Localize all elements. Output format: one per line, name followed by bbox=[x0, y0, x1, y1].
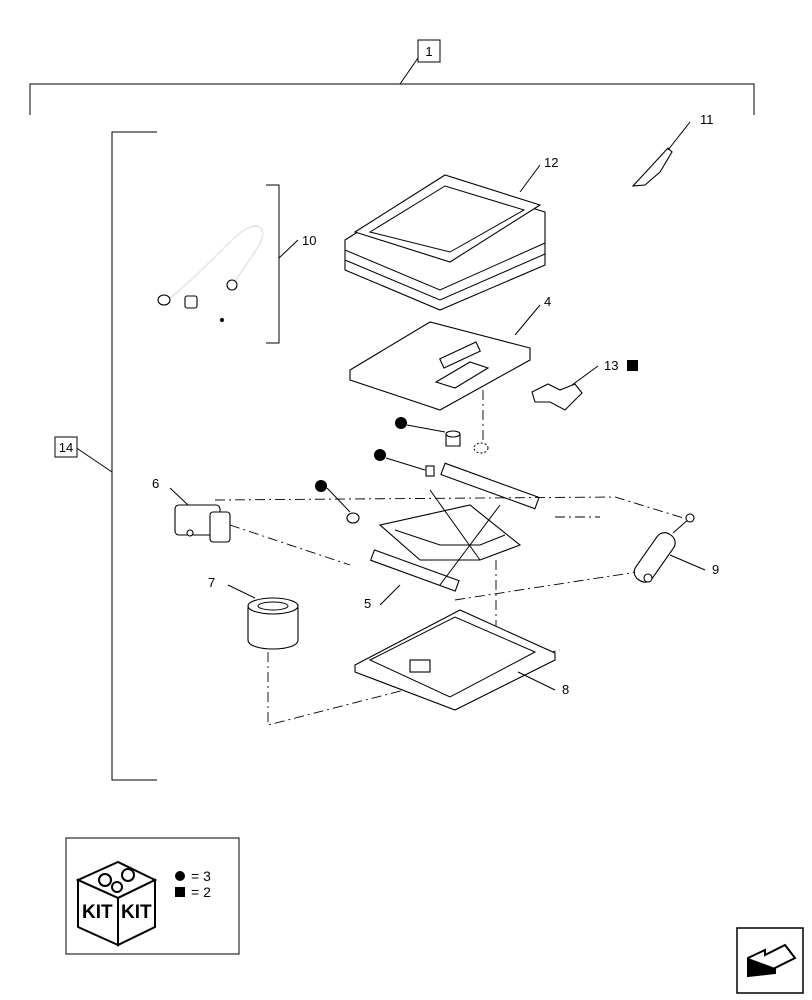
callout-12: 12 bbox=[544, 155, 558, 170]
assembly-bracket: 1 bbox=[29, 39, 755, 115]
filled-square-icon bbox=[627, 360, 638, 371]
callout-5: 5 bbox=[364, 596, 371, 611]
square-count: = 2 bbox=[191, 884, 211, 900]
part-12-bellows: 12 bbox=[344, 155, 558, 311]
callout-11: 11 bbox=[700, 112, 714, 127]
filled-circle-icon bbox=[374, 449, 386, 461]
filled-circle-icon bbox=[175, 871, 185, 881]
kit-legend: KIT KIT = 3 = 2 bbox=[65, 837, 240, 955]
callout-8: 8 bbox=[562, 682, 569, 697]
part-10-cable-harness: 10 bbox=[157, 184, 316, 344]
part-5-scissor-frame: 5 bbox=[364, 462, 600, 611]
callout-9: 9 bbox=[712, 562, 719, 577]
part-8-base-plate: 8 bbox=[354, 609, 569, 711]
callout-4: 4 bbox=[544, 294, 551, 309]
part-9-shock-absorber: 9 bbox=[633, 513, 719, 583]
part-6-compressor: 6 bbox=[152, 476, 231, 543]
bushings bbox=[315, 417, 489, 524]
part-7-filter: 7 bbox=[208, 575, 299, 650]
callout-7: 7 bbox=[208, 575, 215, 590]
kit-bracket: 14 bbox=[54, 131, 157, 781]
part-11-lever: 11 bbox=[631, 112, 714, 187]
callout-10: 10 bbox=[302, 233, 316, 248]
callout-6: 6 bbox=[152, 476, 159, 491]
circle-count: = 3 bbox=[191, 868, 211, 884]
callout-14: 14 bbox=[59, 440, 73, 455]
part-4-upper-plate: 4 bbox=[349, 294, 551, 445]
kit-box-icon: KIT KIT bbox=[75, 860, 158, 947]
kit-label-left: KIT bbox=[82, 902, 113, 923]
next-page-arrow-icon[interactable] bbox=[736, 927, 804, 994]
callout-13: 13 bbox=[604, 358, 618, 373]
filled-circle-icon bbox=[395, 417, 407, 429]
filled-square-icon bbox=[175, 887, 185, 897]
kit-label-right: KIT bbox=[121, 902, 152, 923]
callout-1: 1 bbox=[425, 44, 432, 59]
part-13-handle: 13 bbox=[531, 358, 638, 411]
filled-circle-icon bbox=[315, 480, 327, 492]
